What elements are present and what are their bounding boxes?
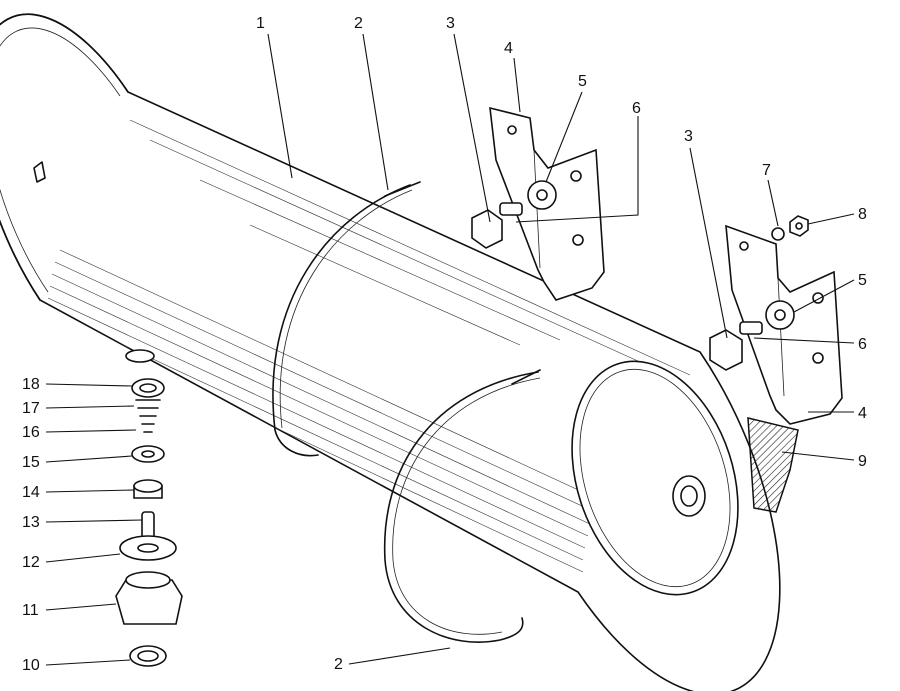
- bracket-assembly-upper: [471, 106, 605, 301]
- callout-6: 6: [632, 100, 641, 117]
- callout-16: 16: [22, 424, 40, 441]
- callout-14: 14: [22, 484, 40, 501]
- callout-7: 7: [762, 162, 771, 179]
- bolt-upper: [471, 209, 503, 249]
- leader-lines: [45, 33, 855, 666]
- callout-5: 5: [858, 272, 867, 289]
- callout-13: 13: [22, 514, 40, 531]
- body-gasket: [129, 645, 167, 667]
- callout-12: 12: [22, 554, 40, 571]
- callout-4: 4: [858, 405, 867, 422]
- callout-11: 11: [22, 602, 39, 619]
- callout-labels: 1 2 2 3 3 4 4 5 5 6 6 7 8 9 10 11 12 13 …: [22, 15, 867, 674]
- bracket-assembly-lower: [709, 215, 843, 513]
- rubber-pad: [747, 417, 799, 513]
- valve-spring: [135, 399, 161, 433]
- callout-8: 8: [858, 206, 867, 223]
- mounting-strap-rear: [272, 181, 421, 457]
- callout-18: 18: [22, 376, 40, 393]
- callout-2: 2: [354, 15, 363, 32]
- callout-6: 6: [858, 336, 867, 353]
- callout-2: 2: [334, 656, 343, 673]
- callout-5: 5: [578, 73, 587, 90]
- spring-washer-lower: [739, 321, 763, 335]
- spring-washer-upper: [499, 202, 523, 216]
- washer-upper: [527, 180, 557, 210]
- washer-lower: [765, 300, 795, 330]
- callout-4: 4: [504, 40, 513, 57]
- callout-9: 9: [858, 453, 867, 470]
- callout-15: 15: [22, 454, 40, 471]
- callout-17: 17: [22, 400, 40, 417]
- left-end-fitting: [33, 161, 46, 183]
- valve-gasket: [119, 535, 177, 561]
- callout-10: 10: [22, 657, 40, 674]
- spring-washer-small: [771, 227, 785, 241]
- drain-valve-parts: [115, 378, 183, 667]
- callout-3: 3: [684, 128, 693, 145]
- air-receiver-tank: [0, 13, 781, 691]
- tank-end-cap: [571, 360, 739, 596]
- drain-boss: [125, 349, 155, 363]
- retaining-ring: [131, 378, 165, 398]
- callout-1: 1: [256, 15, 265, 32]
- nut: [789, 215, 809, 237]
- valve-washer: [131, 445, 165, 463]
- mounting-strap-front: [383, 369, 541, 643]
- callout-3: 3: [446, 15, 455, 32]
- bolt-lower: [709, 329, 743, 371]
- tank-outlet-port: [672, 475, 706, 517]
